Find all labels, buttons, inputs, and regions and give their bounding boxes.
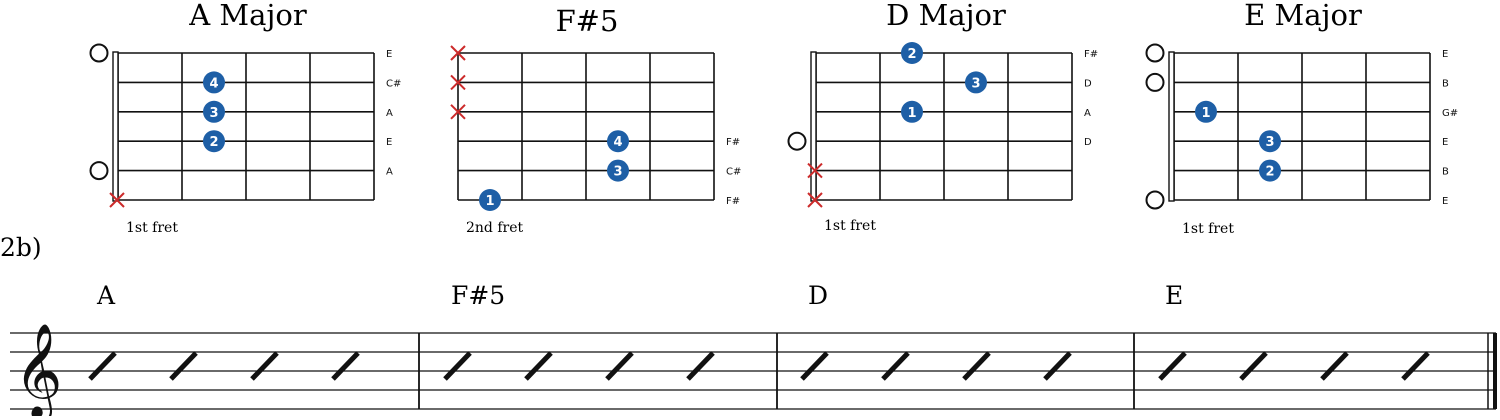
muted-string-marker [807,162,823,179]
muted-string-marker [109,192,125,208]
finger-number: 1 [485,194,494,209]
muted-string-marker [807,192,823,208]
finger-number: 3 [971,76,980,91]
slash-notehead [1043,351,1072,381]
open-string-marker [1145,72,1165,92]
staff-chord-name: F#5 [451,281,505,310]
string-note-label: F# [1084,49,1098,60]
string-note-label: G# [1442,108,1458,119]
finger-dot [479,189,501,211]
finger-dot [965,71,987,94]
slash-notehead [881,351,910,381]
open-string-marker [89,161,109,181]
chord-diagram: F# C# F# 4 3 1 [450,45,741,211]
fret-position-label: 1st fret [1182,221,1234,237]
finger-number: 4 [209,76,218,91]
string-note-label: F# [726,137,740,148]
open-string-marker [1145,190,1165,210]
finger-dot [203,130,225,153]
string-note-label: E [1442,196,1448,207]
slash-notehead [250,351,279,381]
slash-notehead [686,351,715,381]
finger-number: 4 [613,135,622,150]
string-note-label: C# [726,167,741,178]
finger-dot [607,159,629,182]
finger-number: 3 [209,106,218,121]
slash-notehead [1401,351,1430,381]
finger-number: 3 [1265,135,1274,150]
nut [1168,51,1175,202]
chord-diagram-title: F#5 [556,4,619,38]
finger-number: 1 [907,106,916,121]
open-string-marker [787,131,807,151]
string-note-label: F# [726,196,740,207]
slash-notehead [605,351,634,381]
staff-chord-name: A [96,281,116,310]
finger-number: 3 [613,165,622,180]
music-staff: 𝄞 [10,323,1497,420]
chord-diagram-title: A Major [188,0,307,32]
open-string-marker [89,43,109,63]
nut [810,51,817,202]
finger-dot [1259,159,1281,182]
finger-number: 2 [1265,165,1274,180]
finger-dot [607,130,629,153]
slash-notehead [524,351,553,381]
slash-notehead [962,351,991,381]
finger-dot [203,71,225,94]
string-note-label: D [1084,78,1092,89]
chord-diagram: F# D A D 2 3 1 [787,42,1098,208]
string-note-label: E [1442,137,1448,148]
chord-diagram-title: E Major [1244,0,1362,32]
fret-position-label: 1st fret [126,220,178,236]
chord-diagram: E C# A E A 4 3 2 [89,43,401,208]
treble-clef-icon: 𝄞 [14,323,62,416]
slash-notehead [800,351,829,381]
finger-dot [901,42,923,64]
finger-number: 1 [1201,106,1210,121]
string-note-label: D [1084,137,1092,148]
string-note-label: B [1442,167,1449,178]
muted-string-marker [450,45,466,61]
string-note-label: A [386,108,393,119]
finger-dot [1195,100,1217,123]
chord-diagram-title: D Major [886,0,1006,32]
slash-notehead [169,351,198,381]
muted-string-marker [450,74,466,91]
staff-chord-name: D [808,281,828,310]
finger-number: 2 [209,135,218,150]
string-note-label: A [1084,108,1091,119]
finger-dot [203,100,225,123]
finger-number: 2 [907,47,916,62]
finger-dot [1259,130,1281,153]
fret-position-label: 1st fret [824,218,876,234]
string-note-label: E [386,137,392,148]
section-label: 2b) [0,233,42,262]
open-string-marker [1145,43,1165,63]
slash-notehead [1320,351,1349,381]
finger-dot [901,100,923,123]
slash-notehead [88,351,117,381]
fret-position-label: 2nd fret [466,220,523,236]
string-note-label: E [1442,49,1448,60]
slash-notehead [331,351,360,381]
slash-notehead [1158,351,1187,381]
string-note-label: C# [386,78,401,89]
muted-string-marker [450,104,466,120]
staff-chord-name: E [1165,281,1183,310]
string-note-label: A [386,167,393,178]
chord-diagram: E B G# E B E 1 3 2 [1145,43,1458,210]
slash-notehead [1239,351,1268,381]
string-note-label: B [1442,78,1449,89]
slash-notehead [443,351,472,381]
string-note-label: E [386,49,392,60]
nut [112,51,119,202]
